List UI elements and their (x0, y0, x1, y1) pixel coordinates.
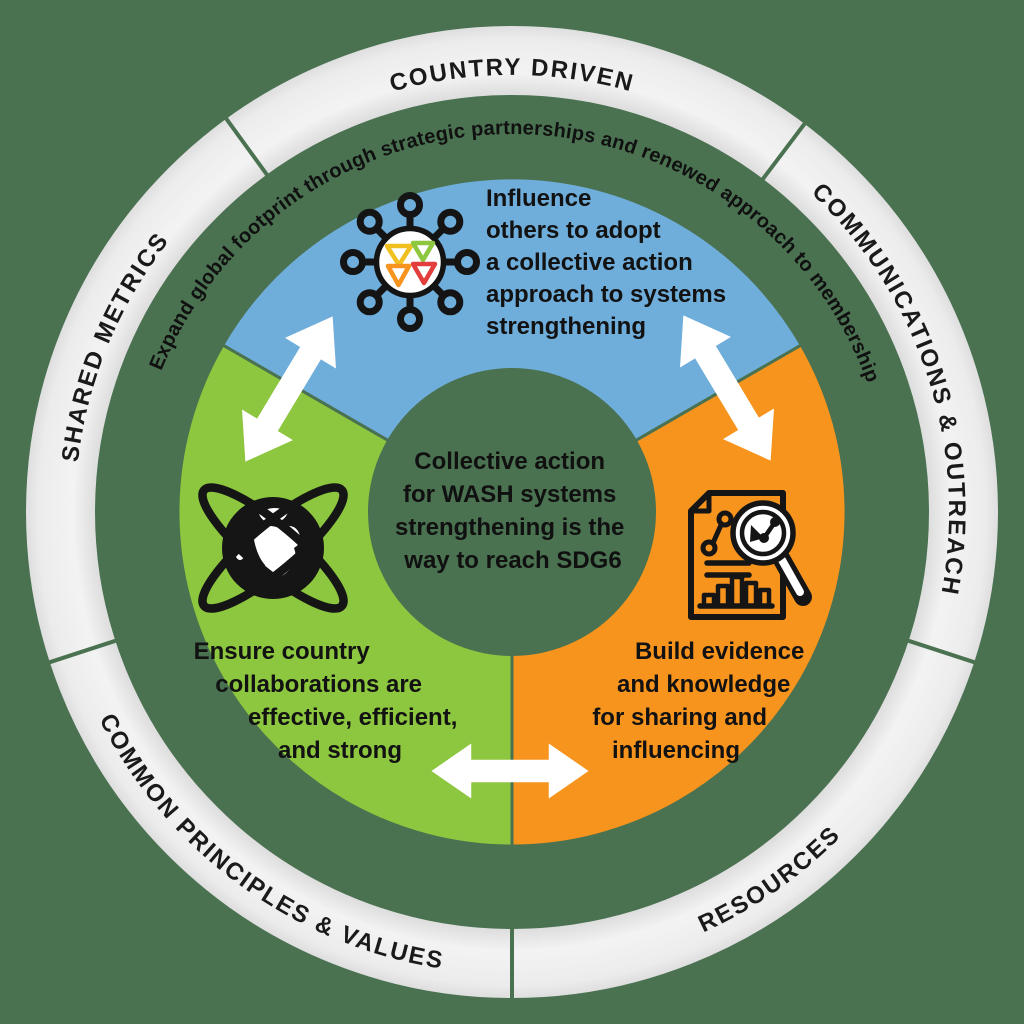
center-statement: Collective action for WASH systems stren… (395, 448, 631, 574)
report-magnifier-icon (688, 490, 812, 620)
outer-ring-dividers (47, 116, 977, 1002)
segment-collaboration-text: Ensure country collaborations are effect… (194, 638, 464, 764)
ring-divider (760, 121, 808, 182)
exchange-arrows (242, 315, 774, 799)
ring-divider (223, 116, 270, 178)
ring-divider (906, 638, 977, 665)
arrow-collaboration-evidence (431, 743, 589, 799)
network-icon (340, 192, 480, 332)
arrow-influence-collaboration (242, 316, 336, 462)
globe-icon (198, 483, 348, 613)
center-circle (368, 368, 656, 656)
segment-influence-text: Influence others to adopt a collective a… (486, 185, 733, 340)
segment-evidence-text: Build evidence and knowledge for sharing… (592, 638, 811, 764)
ring-divider (47, 638, 118, 665)
arrow-influence-evidence (680, 315, 774, 461)
agenda-logo-triangles (384, 240, 438, 288)
